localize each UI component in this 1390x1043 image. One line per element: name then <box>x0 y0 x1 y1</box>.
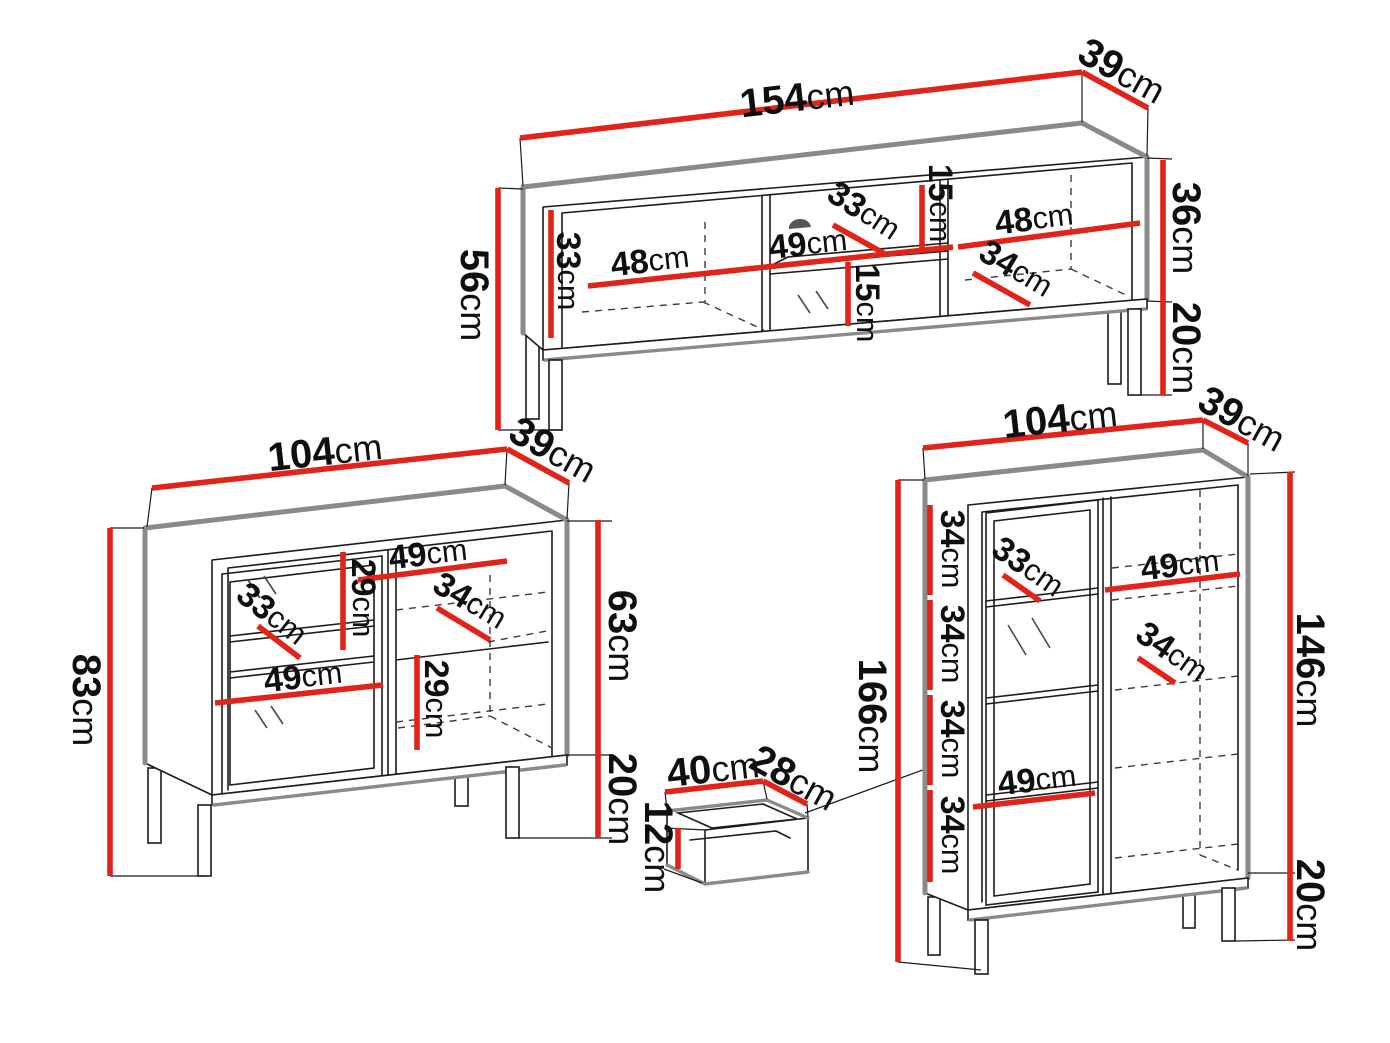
cabinet-left-side <box>925 480 968 910</box>
tv-width-line <box>519 69 1083 141</box>
sideboard-depth-line <box>505 446 571 486</box>
sideboard-body-height-label: 63cm <box>600 590 644 683</box>
drawer-depth-line <box>761 778 809 807</box>
sideboard-body <box>142 483 570 877</box>
tv-left-width-label: 48cm <box>609 238 691 285</box>
display-cabinet: 104cm 39cm 166cm 34cm 34cm 34cm 34cm 33c… <box>850 377 1332 975</box>
sideboard-right-width-label: 49cm <box>387 531 469 578</box>
cabinet-top-face <box>925 450 1248 505</box>
cabinet-glass-marks <box>1007 617 1051 656</box>
sideboard-right-width-line <box>357 558 508 583</box>
sideboard-front-face <box>212 520 567 795</box>
sideboard-front-left-leg <box>197 804 212 877</box>
cabinet-back-left-leg <box>927 896 941 956</box>
sideboard-back-left-leg <box>147 767 162 844</box>
tv-height-label: 56cm <box>452 249 496 342</box>
tv-top-face <box>523 123 1147 207</box>
cabinet-front-left-leg <box>974 919 989 975</box>
tv-glass-marks <box>797 290 829 314</box>
sideboard-left-depth-line <box>256 623 302 661</box>
tv-left-side <box>523 187 543 350</box>
cabinet-body-height-label: 146cm <box>1288 613 1332 728</box>
tv-cable-hole <box>788 218 811 229</box>
tv-upper-niche-label: 15cm <box>921 164 959 243</box>
tv-lower-niche-label: 15cm <box>848 264 886 343</box>
cabinet-right-width-line <box>1104 571 1241 593</box>
tv-stand-body <box>520 120 1150 431</box>
tv-depth-label: 39cm <box>1071 29 1173 112</box>
cabinet-shelf3-label: 34cm <box>933 700 971 779</box>
tv-front-face <box>543 157 1147 350</box>
cabinet-depth-label: 39cm <box>1191 377 1293 460</box>
cabinet-depth-line <box>1201 417 1250 446</box>
sideboard-right-depth-line <box>435 605 492 643</box>
cabinet-hidden-lines <box>1111 490 1239 871</box>
cabinet-left-depth-line <box>1001 572 1042 604</box>
tv-right-depth-line <box>971 270 1032 308</box>
cabinet-width-label: 104cm <box>1001 391 1120 447</box>
sideboard-lower-niche-label: 29cm <box>417 660 455 739</box>
tv-right-width-label: 48cm <box>993 195 1076 242</box>
cabinet-shelf1-label: 34cm <box>933 510 971 589</box>
tv-right-width-line <box>957 220 1141 250</box>
tv-back-left-leg <box>525 335 540 420</box>
cabinet-right-depth-line <box>1136 655 1177 686</box>
sideboard-upper-niche-label: 29cm <box>344 559 382 638</box>
tv-middle-width-label: 49cm <box>767 221 849 267</box>
tv-front-left-leg <box>548 359 563 431</box>
sideboard-glass-marks <box>247 575 284 729</box>
drawer: 40cm 28cm 12cm <box>636 736 1014 894</box>
drawer-body <box>665 798 810 886</box>
cabinet-shelf4-label: 34cm <box>933 796 971 875</box>
cabinet-right-width-label: 49cm <box>1139 542 1221 589</box>
tv-left-hidden-lines <box>581 222 765 331</box>
sideboard-leg-height-label: 20cm <box>600 753 644 846</box>
sideboard-leg-rail <box>211 754 568 806</box>
tv-middle-depth-line <box>831 222 887 257</box>
tv-leg-rail <box>542 298 1148 361</box>
cabinet-height-label: 166cm <box>850 659 894 774</box>
sideboard-height-label: 83cm <box>64 654 108 747</box>
drawer-dimension-lines <box>663 778 809 884</box>
sideboard-hidden-lines <box>395 575 553 749</box>
sideboard-dimension-lines <box>107 446 612 877</box>
drawer-width-label: 40cm <box>665 742 762 796</box>
cabinet-leg-height-label: 20cm <box>1288 859 1332 952</box>
sideboard-width-label: 104cm <box>266 424 385 480</box>
tv-body-height-label: 36cm <box>1164 182 1208 275</box>
tv-stand-dimension-lines <box>495 69 1173 431</box>
tv-leg-height-label: 20cm <box>1164 302 1208 395</box>
tv-front-right-leg <box>1127 308 1142 396</box>
cabinet-shelf2-label: 34cm <box>933 605 971 684</box>
tv-width-label: 154cm <box>738 70 857 127</box>
cabinet-bottom-width-line <box>972 790 1096 810</box>
cabinet-width-line <box>922 417 1204 451</box>
cabinet-leg-rail <box>967 877 1249 921</box>
tv-left-middle-width-line <box>587 244 954 289</box>
cabinet-glass-door <box>985 499 1099 906</box>
sideboard-front-right-leg <box>505 766 520 839</box>
cabinet-bottom-width-label: 49cm <box>996 757 1078 804</box>
sideboard-left-width-line <box>214 682 384 706</box>
drawer-width-line <box>664 778 764 795</box>
sideboard: 104cm 39cm 83cm 29cm 49cm 34cm 33cm 49cm… <box>64 408 644 877</box>
sideboard-top-face <box>145 486 567 560</box>
sideboard-width-line <box>151 446 508 491</box>
tv-stand: 154cm 39cm 56cm 33cm 48cm 49cm 33cm 15cm… <box>452 29 1208 431</box>
tv-depth-line <box>1080 69 1150 111</box>
display-cabinet-dimension-lines <box>895 417 1296 971</box>
display-cabinet-body <box>922 447 1251 975</box>
cabinet-front-right-leg <box>1221 887 1236 942</box>
sideboard-left-side <box>145 528 212 795</box>
tv-inner-height-label: 33cm <box>549 232 587 311</box>
sideboard-left-width-label: 49cm <box>262 654 344 701</box>
drawer-height-label: 12cm <box>636 801 680 894</box>
